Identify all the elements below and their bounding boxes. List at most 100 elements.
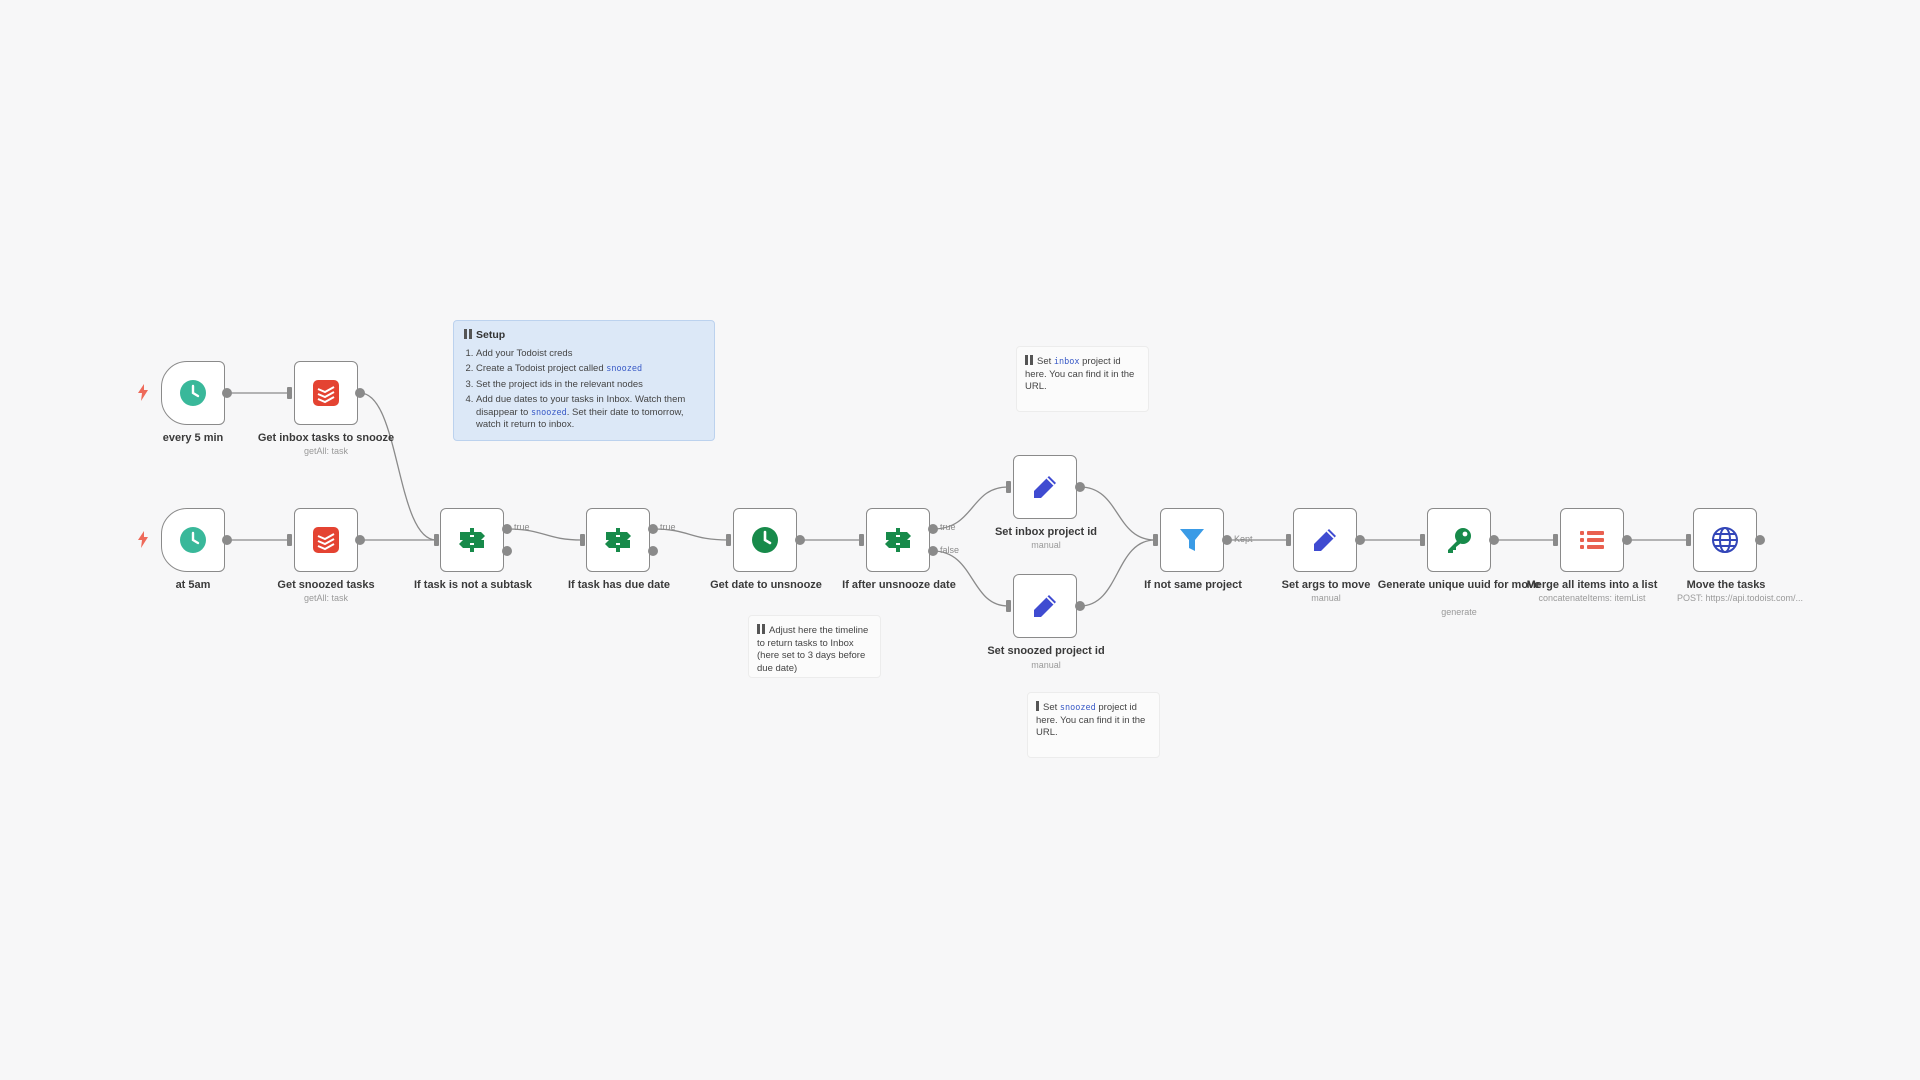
node-set-args-to-move[interactable] bbox=[1293, 508, 1357, 572]
output-port[interactable] bbox=[1222, 535, 1232, 545]
datetime-icon bbox=[752, 527, 778, 553]
setup-title: Setup bbox=[476, 329, 506, 341]
drag-handle-icon bbox=[757, 624, 765, 634]
output-port[interactable] bbox=[355, 388, 365, 398]
input-port[interactable] bbox=[580, 534, 585, 546]
node-if-after-unsnooze[interactable] bbox=[866, 508, 930, 572]
globe-icon bbox=[1712, 527, 1738, 553]
node-set-inbox-project-id[interactable] bbox=[1013, 455, 1077, 519]
clock-icon bbox=[180, 527, 206, 553]
node-subtitle: concatenateItems: itemList bbox=[1538, 593, 1646, 603]
input-port[interactable] bbox=[1006, 481, 1011, 493]
output-port[interactable] bbox=[1075, 482, 1085, 492]
sticky-note-timeline[interactable]: Adjust here the timeline to return tasks… bbox=[748, 615, 881, 678]
if-icon bbox=[605, 528, 631, 552]
input-port[interactable] bbox=[287, 534, 292, 546]
input-port[interactable] bbox=[859, 534, 864, 546]
node-label: Set snoozed project id bbox=[987, 645, 1105, 657]
node-label: every 5 min bbox=[162, 432, 224, 444]
input-port[interactable] bbox=[1553, 534, 1558, 546]
pencil-icon bbox=[1034, 476, 1056, 498]
output-port[interactable] bbox=[222, 535, 232, 545]
node-merge-items[interactable] bbox=[1560, 508, 1624, 572]
drag-handle-icon bbox=[1025, 355, 1033, 365]
node-get-date[interactable] bbox=[733, 508, 797, 572]
node-set-snoozed-project-id[interactable] bbox=[1013, 574, 1077, 638]
if-icon bbox=[885, 528, 911, 552]
node-label: Get snoozed tasks bbox=[277, 579, 375, 591]
output-port-false[interactable] bbox=[502, 546, 512, 556]
output-port[interactable] bbox=[1622, 535, 1632, 545]
setup-step: Add your Todoist creds bbox=[476, 348, 704, 361]
output-port[interactable] bbox=[222, 388, 232, 398]
sticky-note-inbox-id[interactable]: Set inbox project id here. You can find … bbox=[1016, 346, 1149, 412]
output-port[interactable] bbox=[1075, 601, 1085, 611]
node-move-tasks[interactable] bbox=[1693, 508, 1757, 572]
step-text: . Set their date to tomorrow, watch it r… bbox=[476, 406, 684, 431]
todoist-icon bbox=[313, 380, 339, 406]
setup-step: Add due dates to your tasks in Inbox. Wa… bbox=[476, 394, 704, 432]
drag-handle-icon bbox=[1036, 701, 1039, 711]
input-port[interactable] bbox=[1686, 534, 1691, 546]
node-every-5-min[interactable] bbox=[161, 361, 225, 425]
output-port-true[interactable] bbox=[928, 524, 938, 534]
node-if-not-same-project[interactable] bbox=[1160, 508, 1224, 572]
edge-ifdue-getdate bbox=[652, 528, 729, 541]
input-port[interactable] bbox=[287, 387, 292, 399]
node-if-due-date[interactable] bbox=[586, 508, 650, 572]
input-port[interactable] bbox=[726, 534, 731, 546]
node-get-snoozed-tasks[interactable] bbox=[294, 508, 358, 572]
node-label: If after unsnooze date bbox=[842, 579, 956, 591]
output-port[interactable] bbox=[1489, 535, 1499, 545]
node-at-5am[interactable] bbox=[161, 508, 225, 572]
edge-label-true: true bbox=[514, 522, 530, 532]
input-port[interactable] bbox=[434, 534, 439, 546]
trigger-bolt-icon bbox=[138, 531, 148, 548]
input-port[interactable] bbox=[1153, 534, 1158, 546]
edge-getinbox-ifsubtask bbox=[359, 392, 437, 541]
step-code: snoozed bbox=[530, 407, 567, 418]
list-icon bbox=[1580, 531, 1604, 549]
node-label: Get inbox tasks to snooze bbox=[257, 432, 395, 444]
output-port[interactable] bbox=[795, 535, 805, 545]
node-subtitle: manual bbox=[1031, 540, 1061, 550]
node-get-inbox-tasks[interactable] bbox=[294, 361, 358, 425]
output-port-false[interactable] bbox=[928, 546, 938, 556]
key-icon bbox=[1448, 528, 1471, 553]
input-port[interactable] bbox=[1286, 534, 1291, 546]
input-port[interactable] bbox=[1420, 534, 1425, 546]
drag-handle-icon bbox=[464, 329, 472, 339]
setup-step: Create a Todoist project called snoozed bbox=[476, 363, 704, 376]
node-label: If task is not a subtask bbox=[414, 579, 532, 591]
output-port-true[interactable] bbox=[648, 524, 658, 534]
edge-setsnoozed-ifnotsame bbox=[1079, 539, 1156, 607]
sticky-title: Setup bbox=[464, 329, 704, 342]
edge-ifafter-setinbox bbox=[932, 486, 1009, 530]
note-text: project id here. You can find it in the … bbox=[1036, 702, 1146, 738]
sticky-note-snoozed-id[interactable]: Set snoozed project id here. You can fin… bbox=[1027, 692, 1160, 758]
output-port-true[interactable] bbox=[502, 524, 512, 534]
output-port[interactable] bbox=[355, 535, 365, 545]
step-text: Create a Todoist project called bbox=[476, 363, 607, 374]
node-label: Get date to unsnooze bbox=[710, 579, 822, 591]
output-port[interactable] bbox=[1355, 535, 1365, 545]
node-subtitle: generate bbox=[1441, 607, 1477, 617]
edge-label-true: true bbox=[940, 522, 956, 532]
output-port[interactable] bbox=[1755, 535, 1765, 545]
node-label: Merge all items into a list bbox=[1526, 579, 1658, 591]
node-label: Set args to move bbox=[1281, 579, 1371, 591]
node-generate-uuid[interactable] bbox=[1427, 508, 1491, 572]
note-code: inbox bbox=[1053, 357, 1080, 367]
trigger-bolt-icon bbox=[138, 384, 148, 401]
output-port-false[interactable] bbox=[648, 546, 658, 556]
node-if-not-subtask[interactable] bbox=[440, 508, 504, 572]
node-subtitle: POST: https://api.todoist.com/... bbox=[1676, 593, 1804, 603]
input-port[interactable] bbox=[1006, 600, 1011, 612]
filter-icon bbox=[1180, 529, 1204, 551]
step-text: Add due dates to your tasks in Inbox. Wa… bbox=[476, 394, 686, 418]
sticky-note-setup[interactable]: Setup Add your Todoist creds Create a To… bbox=[453, 320, 715, 441]
node-subtitle: getAll: task bbox=[303, 593, 349, 603]
node-label: at 5am bbox=[175, 579, 211, 591]
